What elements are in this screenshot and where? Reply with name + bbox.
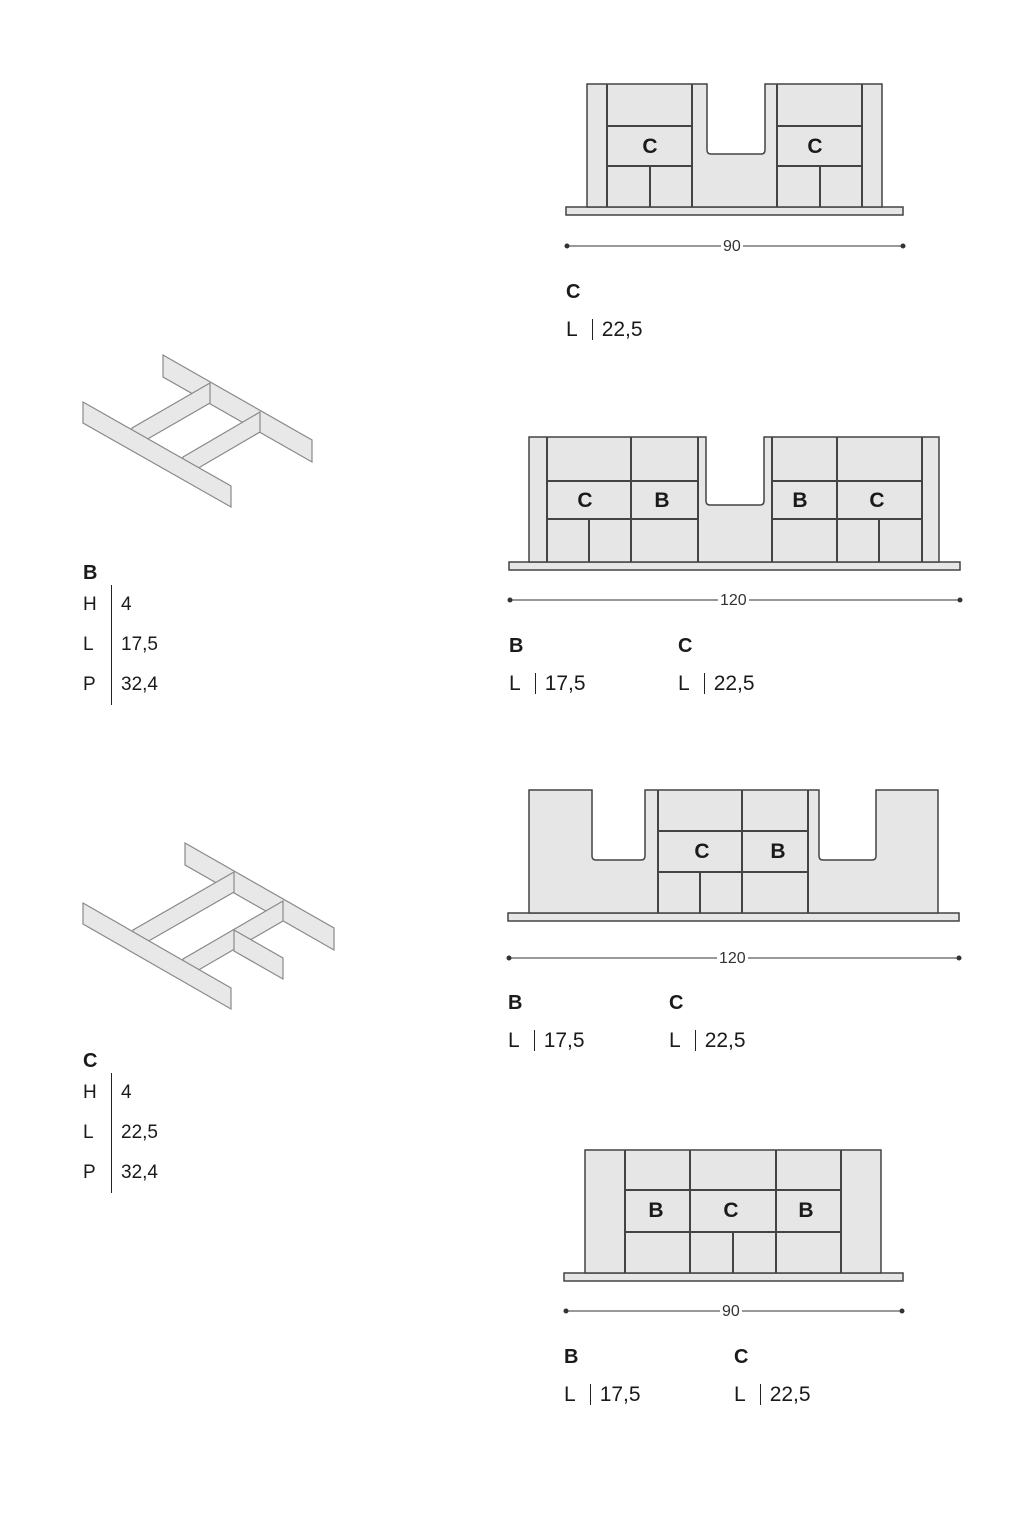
- divider-c-isometric: [82, 841, 335, 1011]
- cell-label: B: [654, 489, 670, 512]
- legend-value: 22,5: [759, 1384, 811, 1405]
- spec-key: L: [83, 634, 94, 655]
- spec-value: 4: [111, 585, 132, 625]
- legend-name: C: [669, 992, 684, 1014]
- legend-name: B: [564, 1346, 579, 1368]
- legend-value: 22,5: [694, 1030, 746, 1051]
- legend-key: L: [564, 1383, 576, 1406]
- width-label: 90: [720, 1303, 742, 1321]
- legend-name: B: [509, 635, 524, 657]
- legend-key: L: [669, 1029, 681, 1052]
- cell-label: C: [577, 489, 593, 512]
- legend-key: L: [566, 318, 578, 341]
- cell-label: B: [792, 489, 808, 512]
- spec-key: H: [83, 594, 97, 615]
- legend-key: L: [678, 672, 690, 695]
- legend-name: C: [678, 635, 693, 657]
- spec-key: P: [83, 674, 96, 695]
- spec-key: H: [83, 1082, 97, 1103]
- legend-key: L: [509, 672, 521, 695]
- component-name: B: [83, 562, 98, 584]
- legend-value: 22,5: [591, 319, 643, 340]
- layout-1-drawing: [565, 83, 904, 216]
- cell-label: C: [642, 135, 658, 158]
- spec-value: 32,4: [111, 665, 158, 705]
- legend-c: C L 22,5: [734, 1347, 811, 1405]
- legend-value: 17,5: [589, 1384, 641, 1405]
- legend-name: B: [508, 992, 523, 1014]
- spec-value: 4: [111, 1073, 132, 1113]
- layout-4-drawing: [563, 1149, 904, 1282]
- width-label: 120: [718, 592, 749, 610]
- cell-label: C: [807, 135, 823, 158]
- legend-value: 22,5: [703, 673, 755, 694]
- legend-b: B L 17,5: [509, 636, 586, 694]
- legend-b: B L 17,5: [564, 1347, 641, 1405]
- cell-label: B: [770, 840, 786, 863]
- divider-b-isometric: [82, 353, 313, 509]
- layout-2-drawing: [508, 436, 961, 571]
- legend-name: C: [734, 1346, 749, 1368]
- cell-label: C: [723, 1199, 739, 1222]
- spec-key: P: [83, 1162, 96, 1183]
- width-label: 120: [717, 950, 748, 968]
- layout-3-drawing: [507, 789, 960, 922]
- legend-key: L: [734, 1383, 746, 1406]
- width-label: 90: [721, 238, 743, 256]
- spec-value: 22,5: [111, 1113, 158, 1153]
- legend-value: 17,5: [534, 673, 586, 694]
- cell-label: B: [798, 1199, 814, 1222]
- cell-label: C: [694, 840, 710, 863]
- spec-key: L: [83, 1122, 94, 1143]
- legend-b: B L 17,5: [508, 993, 585, 1051]
- legend-c: C L 22,5: [669, 993, 746, 1051]
- legend-value: 17,5: [533, 1030, 585, 1051]
- spec-value: 17,5: [111, 625, 158, 665]
- component-name: C: [83, 1050, 98, 1072]
- spec-value: 32,4: [111, 1153, 158, 1193]
- cell-label: B: [648, 1199, 664, 1222]
- legend-name: C: [566, 281, 581, 303]
- cell-label: C: [869, 489, 885, 512]
- legend-key: L: [508, 1029, 520, 1052]
- legend-c: C L 22,5: [678, 636, 755, 694]
- legend-c: C L 22,5: [566, 282, 643, 340]
